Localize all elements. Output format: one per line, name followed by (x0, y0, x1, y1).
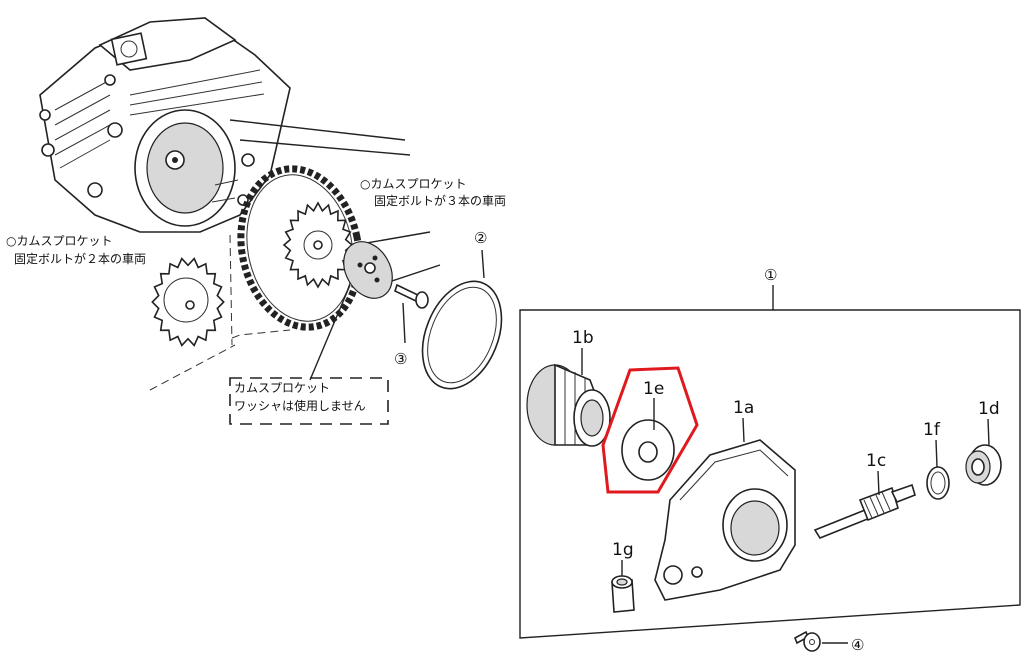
label-1c: 1c (866, 451, 886, 471)
callout-4: ④ (851, 636, 864, 654)
cam-chain (237, 165, 363, 331)
label-1a: 1a (733, 398, 754, 418)
washer-note-line1: カムスプロケット (234, 381, 330, 395)
callout-3: ③ (394, 350, 407, 368)
label-1g: 1g (612, 540, 634, 560)
screw-part-4 (793, 630, 821, 652)
cam-sprocket-two-bolt (151, 257, 225, 347)
engine-cylinder-head-illustration (39, 17, 291, 233)
note-two-bolt-line1: ○カムスプロケット (6, 234, 112, 248)
bolt-part-3 (394, 283, 429, 309)
part-1c-shaft (813, 483, 916, 539)
sprocket-washer-plate (343, 241, 393, 299)
o-ring-part-2 (421, 280, 503, 390)
label-1b: 1b (572, 328, 594, 348)
part-1e-washer (601, 366, 699, 494)
part-1b-sleeve (526, 363, 611, 447)
cam-sprocket-three-bolt (282, 201, 354, 289)
part-1f-o-ring (926, 466, 950, 500)
label-1f: 1f (923, 420, 941, 440)
part-1g-bushing (611, 575, 635, 613)
label-1d: 1d (978, 399, 1000, 419)
callout-2: ② (474, 229, 487, 247)
part-1d-cap (965, 444, 1002, 486)
part-1a-housing (654, 439, 796, 601)
note-three-bolt-line2: 固定ボルトが３本の車両 (374, 193, 506, 208)
note-two-bolt-line2: 固定ボルトが２本の車両 (14, 251, 146, 266)
callout-1: ① (764, 266, 777, 284)
washer-note-box: カムスプロケット ワッシャは使用しません (229, 377, 389, 425)
label-1e: 1e (643, 379, 664, 399)
washer-note-line2: ワッシャは使用しません (234, 398, 366, 413)
note-three-bolt-line1: ○カムスプロケット (360, 177, 466, 191)
